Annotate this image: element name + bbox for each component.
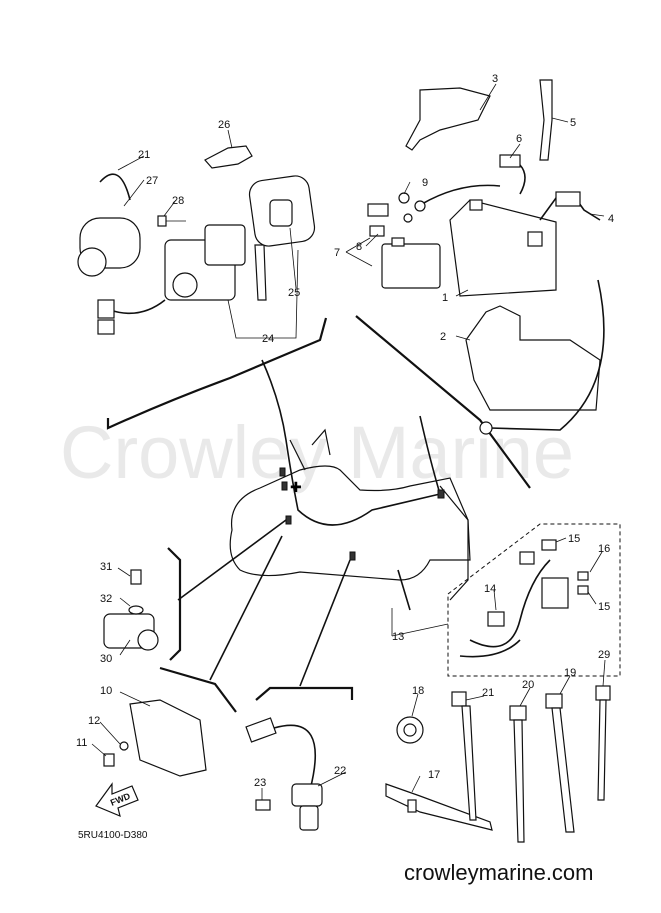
key-25 <box>254 244 267 301</box>
callout-27: 27 <box>146 175 158 187</box>
callout-29: 29 <box>598 649 610 661</box>
screw-28 <box>157 215 186 227</box>
main-switch-24 <box>97 224 246 335</box>
callout-30: 30 <box>100 653 112 665</box>
rectifier-regulator-10 <box>103 699 207 777</box>
cover-25 <box>248 175 316 247</box>
callout-11: 11 <box>76 737 87 749</box>
callout-32: 32 <box>100 593 112 605</box>
callout-16: 16 <box>598 543 610 555</box>
svg-text:✚: ✚ <box>290 480 302 496</box>
screw-9 <box>398 184 501 223</box>
callout-7: 7 <box>334 247 340 259</box>
callout-26: 26 <box>218 119 230 131</box>
callout-10: 10 <box>100 685 112 697</box>
callout-15b: 15 <box>598 601 610 613</box>
bracket-sensor-group <box>167 547 182 661</box>
key-26 <box>204 145 253 169</box>
callout-21b: 21 <box>482 687 494 699</box>
callout-22: 22 <box>334 765 346 777</box>
bracket-sensor22-group <box>255 686 354 701</box>
footer-url: crowleymarine.com <box>404 860 594 885</box>
clamp-18 <box>396 716 424 744</box>
callout-3: 3 <box>492 73 498 85</box>
motorcycle-outline: ✚ <box>177 359 471 687</box>
watermark: Crowley Marine <box>60 411 574 494</box>
wire-harness-13 <box>447 523 621 677</box>
callout-13: 13 <box>392 631 404 643</box>
cable-4 <box>479 191 605 435</box>
callout-5: 5 <box>570 117 576 129</box>
bracket-rectifier-group <box>159 666 237 713</box>
battery-1 <box>449 199 557 297</box>
ignition-coil-27 <box>77 173 141 277</box>
callout-14: 14 <box>484 583 496 595</box>
callout-6: 6 <box>516 133 522 145</box>
sensor-22 <box>245 717 323 831</box>
bracket-ignition-group <box>106 317 328 430</box>
callout-25: 25 <box>288 287 300 299</box>
bracket-battery-group <box>355 315 531 489</box>
callout-19: 19 <box>564 667 576 679</box>
starter-relay-7 <box>367 203 441 289</box>
callout-23: 23 <box>254 777 266 789</box>
band-17 <box>385 783 493 831</box>
callout-9: 9 <box>422 177 428 189</box>
band-21b <box>451 691 477 821</box>
callout-8: 8 <box>356 241 362 253</box>
callout-21a: 21 <box>138 149 150 161</box>
callout-2: 2 <box>440 331 446 343</box>
band-19 <box>545 693 575 833</box>
callout-18: 18 <box>412 685 424 697</box>
battery-box-2 <box>465 305 601 411</box>
fwd-arrow-icon: FWD <box>95 782 139 818</box>
sensor-30 <box>103 569 159 651</box>
callout-15a: 15 <box>568 533 580 545</box>
holder-6 <box>499 154 526 195</box>
callout-31: 31 <box>100 561 112 573</box>
callout-20: 20 <box>522 679 534 691</box>
band-5 <box>539 79 553 161</box>
diagram-code: 5RU4100-D380 <box>78 830 148 841</box>
battery-band-3 <box>405 87 491 151</box>
callout-labels: 1 2 3 4 5 6 7 8 9 10 11 12 13 14 15 15 1… <box>76 73 614 789</box>
band-20 <box>509 705 527 843</box>
callout-28: 28 <box>172 195 184 207</box>
leader-lines <box>91 83 606 800</box>
callout-24: 24 <box>262 333 274 345</box>
callout-1: 1 <box>442 292 448 304</box>
callout-4: 4 <box>608 213 614 225</box>
callout-17: 17 <box>428 769 440 781</box>
band-29 <box>595 685 611 801</box>
callout-12: 12 <box>88 715 100 727</box>
